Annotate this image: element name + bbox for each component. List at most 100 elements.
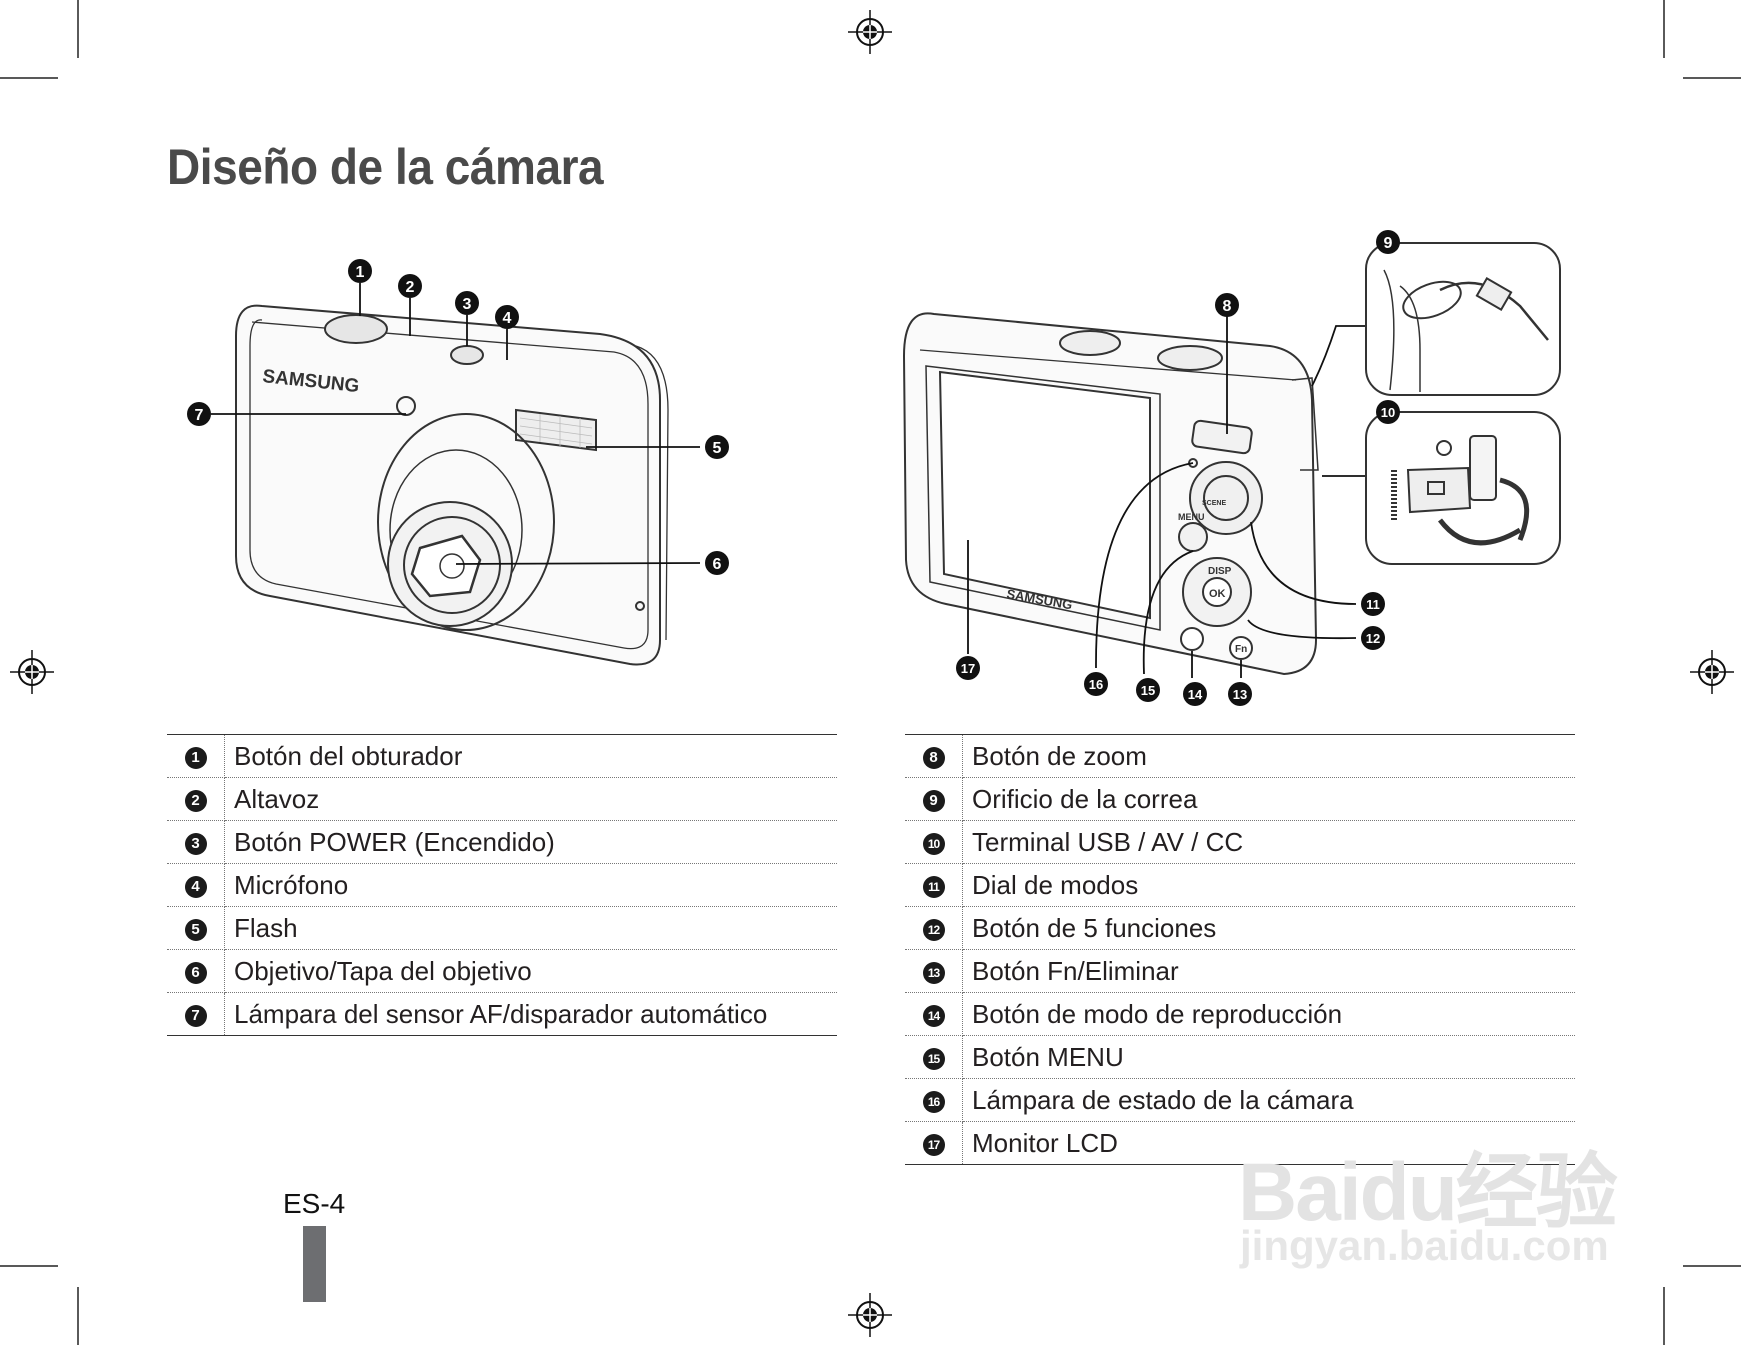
svg-text:1: 1 xyxy=(356,264,365,281)
back-callouts: 8 9 10 11 12 13 14 15 16 17 xyxy=(956,230,1400,706)
callout-badge: 7 xyxy=(187,402,211,426)
front-callouts: 1 2 3 4 5 6 7 xyxy=(187,259,729,575)
page-tab-bar xyxy=(303,1226,326,1302)
svg-text:17: 17 xyxy=(961,661,975,676)
back-camera xyxy=(902,312,1319,676)
row-label: Botón Fn/Eliminar xyxy=(962,949,1575,993)
table-row: 4 Micrófono xyxy=(167,863,837,907)
svg-text:10: 10 xyxy=(1381,405,1395,420)
row-number-badge: 13 xyxy=(922,961,945,984)
row-number-badge: 2 xyxy=(184,789,207,812)
table-row: 17 Monitor LCD xyxy=(905,1121,1575,1165)
table-row: 15 Botón MENU xyxy=(905,1035,1575,1079)
svg-text:3: 3 xyxy=(463,296,472,313)
row-label: Lámpara de estado de la cámara xyxy=(962,1078,1575,1122)
row-label: Flash xyxy=(224,906,837,950)
front-camera xyxy=(235,304,669,666)
callout-badge: 1 xyxy=(348,259,372,283)
table-row: 1 Botón del obturador xyxy=(167,734,837,778)
table-row: 2 Altavoz xyxy=(167,777,837,821)
callout-badge: 6 xyxy=(705,551,729,575)
watermark-logo: Baidu经验 xyxy=(1238,1147,1618,1238)
svg-text:12: 12 xyxy=(1366,631,1380,646)
row-number-badge: 14 xyxy=(922,1004,945,1027)
row-label: Monitor LCD xyxy=(962,1121,1575,1165)
table-row: 5 Flash xyxy=(167,906,837,950)
table-row: 8 Botón de zoom xyxy=(905,734,1575,778)
table-row: 7 Lámpara del sensor AF/disparador automá… xyxy=(167,992,837,1036)
menu-text: MENU xyxy=(1178,512,1205,522)
row-number-badge: 11 xyxy=(922,875,945,898)
svg-text:4: 4 xyxy=(503,310,512,327)
svg-text:7: 7 xyxy=(195,407,204,424)
row-label: Altavoz xyxy=(224,777,837,821)
fn-text: Fn xyxy=(1235,644,1247,655)
row-number-badge: 9 xyxy=(922,789,945,812)
disp-text: DISP xyxy=(1208,566,1232,577)
ok-text: OK xyxy=(1209,588,1226,600)
callout-badge: 8 xyxy=(1215,293,1239,317)
row-number-badge: 8 xyxy=(922,746,945,769)
page-number: ES-4 xyxy=(283,1188,346,1219)
table-row: 16 Lámpara de estado de la cámara xyxy=(905,1078,1575,1122)
callout-badge: 9 xyxy=(1376,230,1400,254)
svg-text:14: 14 xyxy=(1188,687,1203,702)
svg-text:8: 8 xyxy=(1223,298,1232,315)
callout-badge: 5 xyxy=(705,435,729,459)
svg-text:15: 15 xyxy=(1141,683,1155,698)
svg-text:5: 5 xyxy=(713,440,722,457)
strap-inset xyxy=(1365,242,1561,396)
row-label: Botón MENU xyxy=(962,1035,1575,1079)
row-number-badge: 15 xyxy=(922,1047,945,1070)
front-leader-lines xyxy=(211,283,701,565)
table-row: 6 Objetivo/Tapa del objetivo xyxy=(167,949,837,993)
row-number-badge: 5 xyxy=(184,918,207,941)
callout-badge: 14 xyxy=(1183,682,1207,706)
callout-badge: 3 xyxy=(455,291,479,315)
svg-text:6: 6 xyxy=(713,556,722,573)
row-number-badge: 4 xyxy=(184,875,207,898)
row-number-badge: 6 xyxy=(184,961,207,984)
callout-badge: 13 xyxy=(1228,682,1252,706)
svg-text:16: 16 xyxy=(1089,677,1103,692)
row-number-badge: 16 xyxy=(922,1090,945,1113)
row-label: Dial de modos xyxy=(962,863,1575,907)
callout-badge: 11 xyxy=(1361,592,1385,616)
table-row: 11 Dial de modos xyxy=(905,863,1575,907)
usb-inset xyxy=(1365,411,1561,565)
row-label: Botón de zoom xyxy=(962,734,1575,778)
back-parts-table: 8 Botón de zoom 9 Orificio de la correa 10… xyxy=(905,734,1575,1165)
callout-badge: 17 xyxy=(956,656,980,680)
row-label: Botón de modo de reproducción xyxy=(962,992,1575,1036)
row-label: Micrófono xyxy=(224,863,837,907)
svg-text:11: 11 xyxy=(1366,597,1380,612)
row-label: Botón de 5 funciones xyxy=(962,906,1575,950)
back-leader-lines xyxy=(967,316,1366,678)
row-label: Botón POWER (Encendido) xyxy=(224,820,837,864)
table-row: 14 Botón de modo de reproducción xyxy=(905,992,1575,1036)
row-label: Orificio de la correa xyxy=(962,777,1575,821)
callout-badge: 4 xyxy=(495,305,519,329)
row-number-badge: 7 xyxy=(184,1004,207,1027)
row-label: Botón del obturador xyxy=(224,734,837,778)
callout-badge: 2 xyxy=(398,274,422,298)
row-number-badge: 17 xyxy=(922,1133,945,1156)
svg-text:13: 13 xyxy=(1233,687,1247,702)
row-label: Lámpara del sensor AF/disparador automát… xyxy=(224,992,837,1036)
row-label: Objetivo/Tapa del objetivo xyxy=(224,949,837,993)
svg-text:2: 2 xyxy=(406,279,415,296)
table-row: 10 Terminal USB / AV / CC xyxy=(905,820,1575,864)
table-row: 13 Botón Fn/Eliminar xyxy=(905,949,1575,993)
page-title: Diseño de la cámara xyxy=(167,139,604,195)
row-number-badge: 10 xyxy=(922,832,945,855)
callout-badge: 10 xyxy=(1376,400,1400,424)
callout-badge: 12 xyxy=(1361,626,1385,650)
watermark-url: jingyan.baidu.com xyxy=(1240,1222,1609,1269)
row-label: Terminal USB / AV / CC xyxy=(962,820,1575,864)
row-number-badge: 1 xyxy=(184,746,207,769)
